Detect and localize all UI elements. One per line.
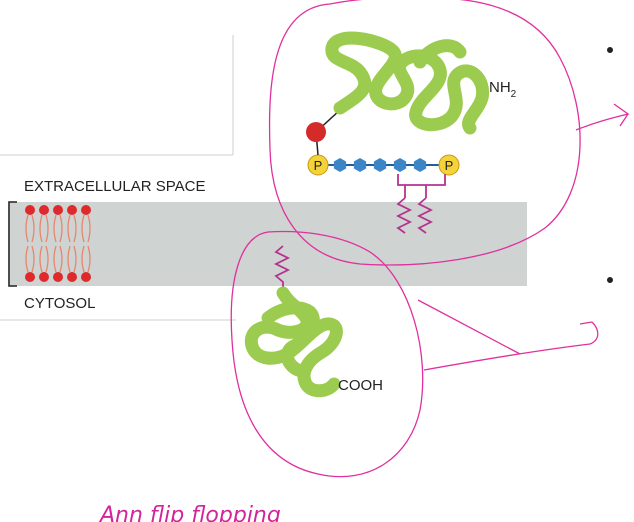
phospholipid-molecules bbox=[25, 205, 91, 282]
lipid-tail bbox=[81, 214, 85, 243]
handwritten-note: Ann flip flopping bbox=[98, 503, 281, 522]
lipid-head-top bbox=[39, 205, 49, 215]
sugar-hexagon bbox=[333, 158, 347, 172]
lipid-head-bottom bbox=[67, 272, 77, 282]
lipid-tail bbox=[67, 214, 71, 243]
lipid-tail bbox=[59, 214, 63, 243]
nh2-terminus-label: NH2 bbox=[489, 79, 517, 100]
cytosol-label: CYTOSOL bbox=[24, 295, 95, 312]
figure-frame bbox=[0, 35, 236, 321]
sugar-hexagon bbox=[353, 158, 367, 172]
sugar-hexagon bbox=[393, 158, 407, 172]
svg-text:P: P bbox=[445, 158, 454, 173]
lipid-head-bottom bbox=[25, 272, 35, 282]
lipid-head-bottom bbox=[81, 272, 91, 282]
lipid-tail bbox=[59, 245, 63, 273]
bullet-dot-top bbox=[607, 47, 613, 53]
gpi-anchored-protein bbox=[325, 31, 490, 135]
sugar-chain bbox=[333, 158, 427, 172]
lipid-head-top bbox=[67, 205, 77, 215]
lipid-tail bbox=[31, 245, 35, 273]
lipid-tail bbox=[45, 245, 49, 273]
lipid-tail bbox=[87, 245, 91, 273]
lipid-tail bbox=[25, 245, 29, 273]
lipid-anchored-protein bbox=[244, 286, 343, 398]
lipid-anchor-zigzag bbox=[273, 245, 291, 292]
cooh-terminus-label: COOH bbox=[338, 377, 383, 394]
phosphate-right: P bbox=[438, 154, 460, 176]
extracellular-space-label: EXTRACELLULAR SPACE bbox=[24, 178, 205, 195]
handwritten-annotations bbox=[230, 0, 630, 478]
lipid-tail bbox=[81, 245, 85, 273]
lipid-tail bbox=[73, 245, 77, 273]
lipid-head-top bbox=[53, 205, 63, 215]
lipid-tail bbox=[53, 245, 57, 273]
lipid-tail bbox=[25, 214, 29, 243]
gpi-anchor: P P bbox=[306, 109, 460, 234]
phosphate-left: P bbox=[307, 154, 329, 176]
lipid-tail bbox=[53, 214, 57, 243]
lipid-bilayer-band bbox=[10, 202, 527, 286]
lipid-head-bottom bbox=[53, 272, 63, 282]
sugar-hexagon bbox=[373, 158, 387, 172]
lipid-tail bbox=[45, 214, 49, 243]
lipid-tail bbox=[73, 214, 77, 243]
ethanolamine-node bbox=[306, 122, 326, 142]
lipid-tail bbox=[87, 214, 91, 243]
lipid-head-top bbox=[81, 205, 91, 215]
lipid-tail bbox=[39, 214, 43, 243]
lipid-head-top bbox=[25, 205, 35, 215]
lipid-tail bbox=[67, 245, 71, 273]
lipid-tail bbox=[39, 245, 43, 273]
lipid-tail bbox=[31, 214, 35, 243]
svg-text:P: P bbox=[314, 158, 323, 173]
bilayer-bracket bbox=[8, 201, 17, 287]
bullet-dot-bottom bbox=[607, 277, 613, 283]
lipid-head-bottom bbox=[39, 272, 49, 282]
sugar-hexagon bbox=[413, 158, 427, 172]
